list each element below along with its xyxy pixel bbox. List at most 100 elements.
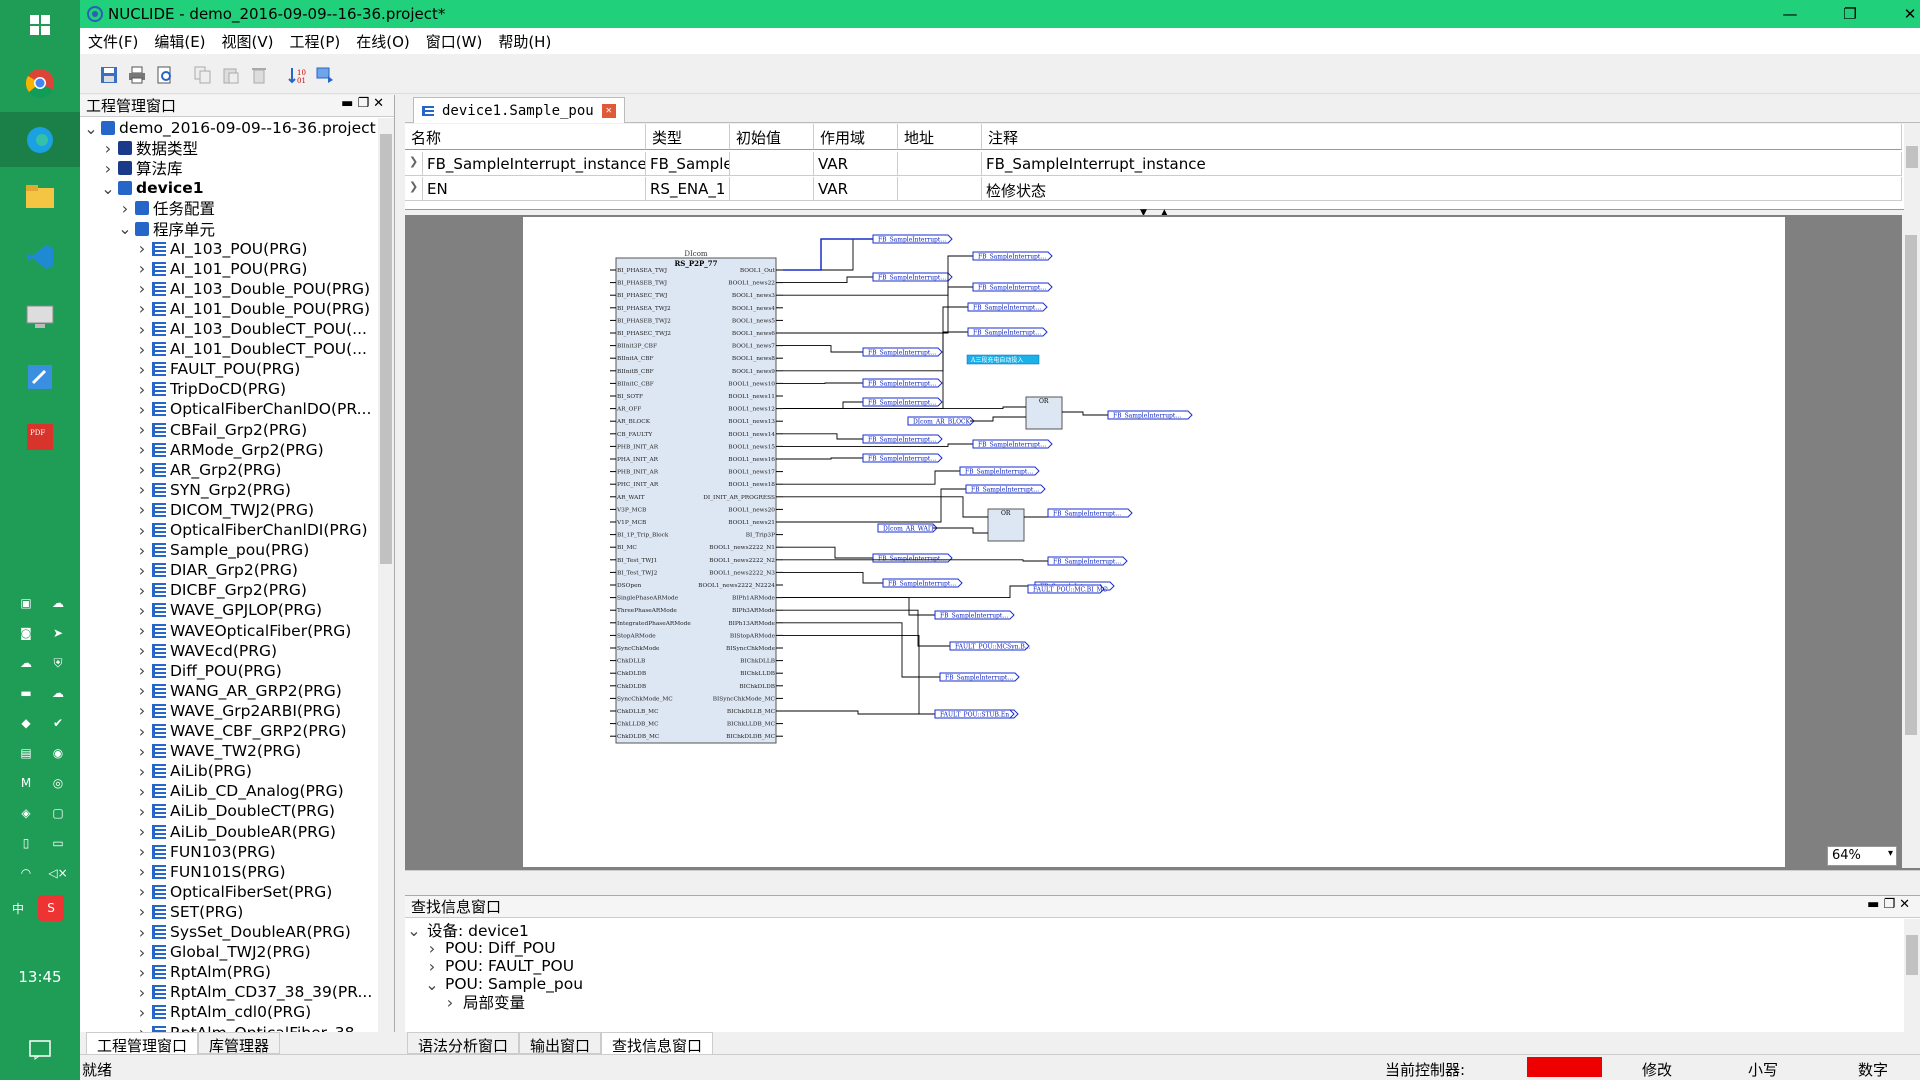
menu-help[interactable]: 帮助(H) (498, 32, 552, 51)
chevron-right-icon[interactable]: › (138, 580, 146, 600)
find-result-item[interactable]: ⌄设备: device1 (407, 920, 529, 941)
tab-syntax-analysis[interactable]: 语法分析窗口 (407, 1032, 520, 1055)
tree-item[interactable]: ›RptAlm_cdl0(PRG) (135, 1002, 311, 1022)
chevron-right-icon[interactable]: › (138, 279, 146, 299)
tree-item[interactable]: ›ARMode_Grp2(PRG) (135, 440, 324, 460)
col-header-comment[interactable]: 注释 (982, 124, 1902, 150)
tree-item[interactable]: ›OpticalFiberChanlDI(PRG) (135, 520, 368, 540)
chrome-icon[interactable] (0, 58, 80, 108)
tree-item[interactable]: ›AI_103_Double_POU(PRG) (135, 279, 370, 299)
row-expander[interactable]: ❯ (405, 152, 423, 176)
chevron-right-icon[interactable]: › (138, 520, 146, 540)
chevron-right-icon[interactable]: › (428, 938, 436, 958)
chevron-down-icon[interactable]: ⌄ (101, 178, 115, 198)
tab-output[interactable]: 输出窗口 (519, 1032, 602, 1055)
print-preview-icon[interactable] (154, 64, 176, 86)
chevron-right-icon[interactable]: › (138, 299, 146, 319)
tray-wechat-icon[interactable]: ◉ (52, 746, 64, 760)
chevron-right-icon[interactable]: › (138, 761, 146, 781)
var-table-scrollbar[interactable] (1904, 124, 1920, 210)
chevron-right-icon[interactable]: › (138, 239, 146, 259)
chevron-right-icon[interactable]: › (138, 399, 146, 419)
chevron-right-icon[interactable]: › (138, 862, 146, 882)
find-scrollbar[interactable] (1904, 919, 1920, 1033)
cell-init[interactable] (730, 177, 814, 201)
menu-project[interactable]: 工程(P) (289, 32, 341, 51)
tray-cloud-icon[interactable]: ☁ (52, 596, 64, 610)
chevron-right-icon[interactable]: › (121, 198, 129, 218)
tray-color-icon[interactable]: ◈ (21, 806, 31, 820)
cell-comment[interactable]: 检修状态 (982, 177, 1902, 201)
chevron-right-icon[interactable]: › (138, 781, 146, 801)
tree-item[interactable]: ›算法库 (101, 158, 183, 179)
print-icon[interactable] (126, 64, 148, 86)
tree-item[interactable]: ›SysSet_DoubleAR(PRG) (135, 922, 351, 942)
chevron-right-icon[interactable]: › (138, 902, 146, 922)
chevron-right-icon[interactable]: › (138, 681, 146, 701)
chevron-right-icon[interactable]: › (138, 701, 146, 721)
chevron-right-icon[interactable]: › (138, 600, 146, 620)
edge-icon[interactable] (0, 112, 80, 167)
menu-online[interactable]: 在线(O) (356, 32, 410, 51)
tray-app-icon[interactable]: ▣ (20, 596, 32, 610)
chevron-right-icon[interactable]: › (138, 842, 146, 862)
col-header-init[interactable]: 初始值 (730, 124, 814, 150)
find-result-item[interactable]: ›局部变量 (443, 992, 525, 1013)
paste-icon[interactable] (220, 64, 242, 86)
chevron-right-icon[interactable]: › (138, 339, 146, 359)
tree-item[interactable]: ›数据类型 (101, 138, 198, 159)
tree-item[interactable]: ›AI_103_DoubleCT_POU(... (135, 319, 367, 339)
file-explorer-icon[interactable] (0, 172, 80, 222)
chevron-right-icon[interactable]: › (104, 158, 112, 178)
chevron-right-icon[interactable]: › (138, 1023, 146, 1033)
tree-item[interactable]: ›AiLib(PRG) (135, 761, 252, 781)
tray-record-icon[interactable]: ◎ (52, 776, 64, 790)
pdf-reader-icon[interactable]: PDF (0, 412, 80, 462)
row-expander[interactable]: ❯ (405, 177, 423, 201)
save-icon[interactable] (98, 64, 120, 86)
remote-desktop-icon[interactable] (0, 292, 80, 342)
chevron-right-icon[interactable]: › (138, 359, 146, 379)
chevron-down-icon[interactable]: ⌄ (84, 118, 98, 138)
cell-scope[interactable]: VAR (814, 152, 898, 176)
tab-project-manager[interactable]: 工程管理窗口 (86, 1032, 199, 1055)
chevron-right-icon[interactable]: › (138, 982, 146, 1002)
canvas-vscrollbar[interactable] (1902, 215, 1920, 868)
tray-calendar-icon[interactable]: ▤ (20, 746, 32, 760)
chevron-right-icon[interactable]: › (138, 319, 146, 339)
chevron-right-icon[interactable]: › (138, 1002, 146, 1022)
chevron-right-icon[interactable]: › (138, 822, 146, 841)
tray-screenshot-icon[interactable]: ◙ (20, 626, 32, 640)
tray-ime-label[interactable]: 中 (11, 901, 24, 916)
chevron-right-icon[interactable]: › (138, 500, 146, 520)
col-header-name[interactable]: 名称 (405, 124, 646, 150)
tray-volume-icon[interactable]: ◁× (48, 866, 68, 880)
tree-item[interactable]: ⌄device1 (101, 178, 203, 198)
var-table-scrollbar-thumb[interactable] (1906, 146, 1918, 168)
splitter-arrows[interactable]: ▼▲ (1140, 208, 1182, 218)
find-result-item[interactable]: ⌄POU: Sample_pou (425, 974, 583, 994)
tray-battery-icon[interactable]: ▭ (52, 836, 64, 850)
maximize-button[interactable]: ❐ (1843, 5, 1857, 23)
tree-item[interactable]: ›OpticalFiberChanlDO(PR... (135, 399, 372, 419)
tray-arrow-icon[interactable]: ➤ (52, 626, 64, 640)
tray-game-icon[interactable]: ◆ (21, 716, 31, 730)
panel-controls[interactable]: ▬❐✕ (1867, 897, 1914, 912)
tree-item[interactable]: ›RptAlm_OpticalFiber_38 (135, 1023, 355, 1033)
tree-item[interactable]: ›AiLib_CD_Analog(PRG) (135, 781, 344, 801)
tree-item[interactable]: ›DICBF_Grp2(PRG) (135, 580, 307, 600)
tree-item[interactable]: ›AI_101_POU(PRG) (135, 259, 308, 279)
cell-name[interactable]: EN (423, 177, 646, 201)
close-button[interactable]: ✕ (1903, 5, 1917, 23)
chevron-right-icon[interactable]: › (138, 641, 146, 661)
tray-shield-icon[interactable]: ⛨ (53, 655, 63, 670)
tree-item[interactable]: ›AiLib_DoubleCT(PRG) (135, 801, 335, 821)
close-tab-icon[interactable]: ✕ (601, 103, 616, 118)
tree-item[interactable]: ›AiLib_DoubleAR(PRG) (135, 822, 336, 842)
tree-item[interactable]: ›AI_101_DoubleCT_POU(... (135, 339, 367, 359)
cell-type[interactable]: FB_Sample... (646, 152, 730, 176)
cell-address[interactable] (898, 152, 982, 176)
tree-item[interactable]: ›FUN101S(PRG) (135, 862, 286, 882)
